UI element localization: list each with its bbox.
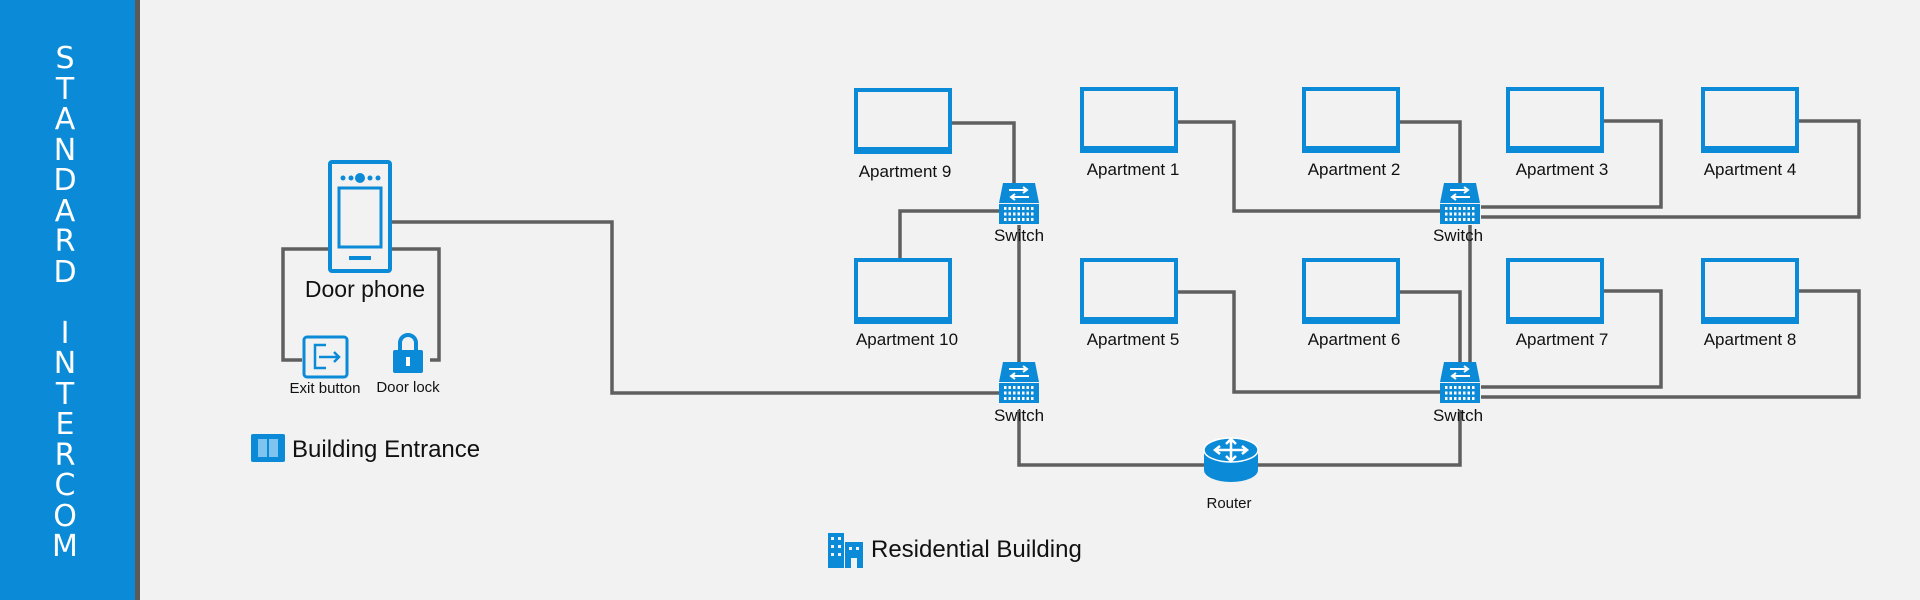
sidebar-title-letter: E — [55, 407, 75, 442]
door-lock-link — [390, 247, 441, 362]
monitor-icon — [1302, 87, 1400, 153]
switch-icon — [1440, 362, 1480, 403]
sidebar-title-letter: N — [53, 132, 77, 168]
switch-label: Switch — [993, 406, 1045, 425]
apartment-label: Apartment 5 — [1086, 330, 1180, 349]
apartment-4-link — [1481, 119, 1861, 219]
switch-label: Switch — [993, 226, 1045, 245]
monitor-icon — [1302, 258, 1400, 324]
apartment-label: Apartment 8 — [1703, 330, 1797, 349]
door-phone-icon — [328, 160, 392, 273]
apartment-label: Apartment 2 — [1307, 160, 1401, 179]
apartment-10-link — [898, 209, 1004, 260]
sidebar-title-letter: N — [53, 346, 77, 381]
sidebar-title-letter: C — [54, 468, 76, 503]
sidebar-title-letter: M — [52, 529, 78, 564]
apartment-5-link — [1175, 290, 1440, 394]
sidebar-title-letter: R — [54, 224, 76, 259]
sidebar-title-letter: R — [54, 437, 76, 473]
apartment-3-link — [1481, 119, 1663, 209]
sidebar-divider — [135, 0, 140, 600]
sidebar-title-letter: I — [60, 315, 70, 351]
exit-button-link — [281, 247, 330, 362]
apartment-1-link — [1175, 120, 1440, 213]
router-icon — [1203, 437, 1259, 482]
monitor-icon — [854, 258, 952, 324]
monitor-icon — [1701, 258, 1799, 324]
sidebar-title-letter: O — [53, 498, 77, 534]
door-phone-link — [392, 220, 1004, 395]
door-icon — [251, 434, 285, 462]
apartment-2-link — [1398, 120, 1462, 183]
apartment-label: Apartment 6 — [1307, 330, 1401, 349]
apartment-label: Apartment 7 — [1515, 330, 1609, 349]
apartment-label: Apartment 4 — [1703, 160, 1797, 179]
switch-icon — [999, 362, 1039, 403]
monitor-icon — [1080, 258, 1178, 324]
router-link-left — [1017, 410, 1208, 467]
exit-button-icon — [302, 335, 349, 379]
switch-icon — [999, 183, 1039, 224]
router-link-right — [1254, 410, 1462, 467]
sidebar-title-letter: D — [53, 163, 77, 198]
apartment-label: Apartment 1 — [1086, 160, 1180, 179]
apartment-7-link — [1481, 289, 1663, 389]
door-phone-label: Door phone — [304, 276, 426, 302]
sidebar-title-letter: D — [53, 254, 77, 290]
monitor-icon — [854, 88, 952, 154]
router-label: Router — [1206, 495, 1252, 512]
switch-label: Switch — [1432, 226, 1484, 245]
monitor-icon — [1506, 87, 1604, 153]
apartment-label: Apartment 3 — [1515, 160, 1609, 179]
apartment-6-link — [1398, 290, 1462, 362]
residential-building-title: Residential Building — [871, 536, 1082, 563]
monitor-icon — [1080, 87, 1178, 153]
door-lock-label: Door lock — [376, 379, 440, 396]
sidebar-title-letter: S — [55, 41, 75, 76]
building-icon — [828, 533, 863, 568]
apartment-label: Apartment 9 — [858, 162, 952, 181]
monitor-icon — [1701, 87, 1799, 153]
apartment-8-link — [1481, 289, 1861, 399]
door-lock-icon — [393, 333, 423, 373]
sidebar-title-letter: T — [55, 376, 75, 412]
monitor-icon — [1506, 258, 1604, 324]
sidebar-title-letter: T — [55, 71, 75, 107]
sidebar-title-letter: A — [54, 102, 76, 137]
building-entrance-title: Building Entrance — [292, 436, 481, 463]
exit-button-label: Exit button — [289, 380, 361, 397]
switch-icon — [1440, 183, 1480, 224]
apartment-9-link — [952, 121, 1016, 183]
apartment-label: Apartment 10 — [855, 330, 959, 349]
sidebar-title-letter: A — [54, 193, 76, 229]
switch-label: Switch — [1432, 406, 1484, 425]
